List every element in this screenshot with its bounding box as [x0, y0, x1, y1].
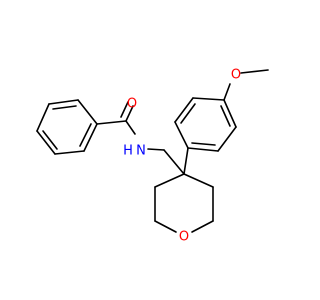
amide-group: [96, 101, 165, 151]
bond: [36, 130, 56, 155]
methoxyphenyl-ring: [174, 97, 237, 152]
bond: [223, 99, 237, 128]
carbonyl-double-bond: [125, 105, 134, 122]
molecule-canvas: O H N O O: [36, 68, 269, 245]
double-bond-inner: [180, 103, 196, 124]
bond: [154, 220, 177, 233]
bond: [187, 147, 219, 152]
bond: [48, 99, 79, 105]
bond: [217, 126, 237, 152]
bond: [147, 148, 165, 151]
methylene-bond: [163, 149, 185, 175]
double-bond-inner: [79, 123, 92, 147]
double-bond-inner: [52, 105, 77, 110]
bond: [174, 97, 194, 123]
molecule-structure: O H N O O: [36, 68, 269, 245]
bond: [125, 120, 136, 135]
bond: [192, 97, 225, 101]
amide-nitrogen-label: N: [136, 144, 146, 159]
bond: [191, 220, 214, 233]
double-bond-inner: [191, 142, 216, 146]
bond: [36, 103, 50, 132]
bond: [154, 173, 185, 188]
phenyl-ring: [36, 99, 98, 155]
methoxy-oxygen-label: O: [231, 68, 241, 83]
bond: [54, 150, 85, 155]
bond: [83, 123, 98, 152]
bond: [223, 83, 231, 101]
oxane-ring: [154, 173, 214, 233]
methoxy-group: [223, 69, 269, 101]
carbonyl-double-bond: [120, 101, 129, 118]
aryl-bond: [183, 147, 189, 175]
bond: [77, 99, 98, 125]
bond: [174, 121, 189, 149]
double-bond-inner: [42, 130, 58, 150]
ring-oxygen-label: O: [179, 230, 189, 245]
amide-oxygen-label: O: [127, 97, 137, 112]
bond: [183, 173, 214, 188]
amide-hydrogen-label: H: [123, 144, 133, 159]
double-bond-inner: [220, 105, 231, 127]
bond: [240, 69, 269, 74]
bond: [96, 120, 127, 125]
